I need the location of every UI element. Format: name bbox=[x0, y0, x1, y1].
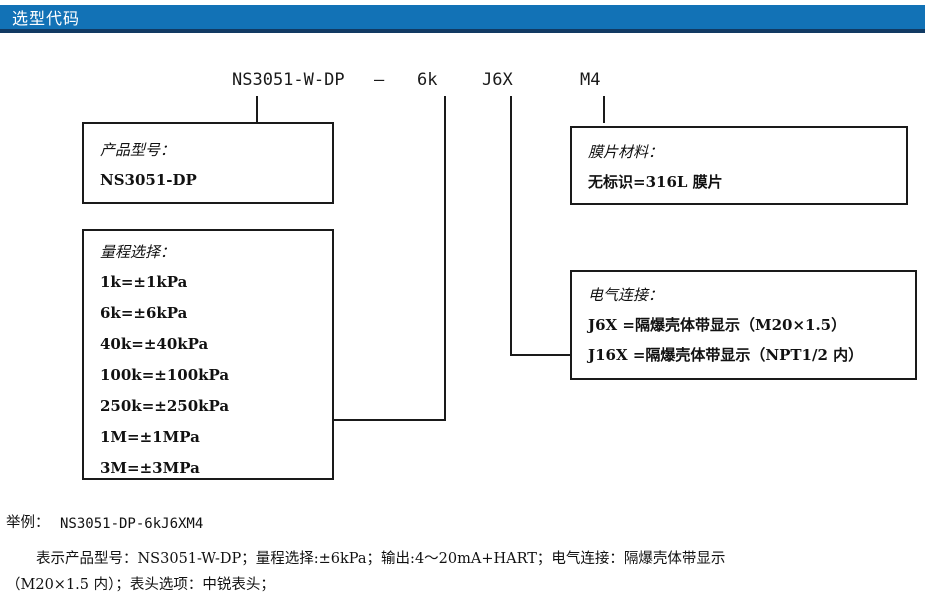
connector-membrane-vertical bbox=[603, 96, 605, 123]
box-product-model: 产品型号： NS3051-DP bbox=[82, 122, 334, 204]
connector-range-horizontal bbox=[333, 419, 446, 421]
footer-example-code: NS3051-DP-6kJ6XM4 bbox=[60, 516, 204, 532]
box-range-select-line-2: 40k=±40kPa bbox=[100, 335, 209, 353]
code-segment-model: NS3051-W-DP bbox=[232, 70, 345, 90]
box-range-select-line-5: 1M=±1MPa bbox=[100, 428, 200, 446]
box-diaphragm-material-heading: 膜片材料： bbox=[588, 143, 664, 161]
box-range-select-line-6: 3M=±3MPa bbox=[100, 459, 200, 477]
box-product-model-heading: 产品型号： bbox=[100, 141, 176, 159]
section-header-bar: 选型代码 bbox=[0, 5, 925, 33]
box-diaphragm-material-line-0: 无标识=316L 膜片 bbox=[588, 173, 723, 191]
connector-model-vertical bbox=[256, 96, 258, 123]
box-electrical-connection: 电气连接： J6X =隔爆壳体带显示（M20×1.5） J16X =隔爆壳体带显… bbox=[570, 270, 917, 380]
footer-example-label: 举例： bbox=[6, 515, 50, 531]
code-segment-membrane: M4 bbox=[580, 70, 601, 90]
box-range-select-line-3: 100k=±100kPa bbox=[100, 366, 230, 384]
box-electrical-connection-heading: 电气连接： bbox=[588, 286, 664, 304]
box-range-select-line-4: 250k=±250kPa bbox=[100, 397, 230, 415]
box-electrical-connection-line-0: J6X =隔爆壳体带显示（M20×1.5） bbox=[588, 316, 847, 334]
connector-electrical-vertical bbox=[510, 96, 512, 356]
box-diaphragm-material: 膜片材料： 无标识=316L 膜片 bbox=[570, 126, 908, 205]
code-segment-dash: – bbox=[374, 70, 385, 90]
footer-description-line-1: 表示产品型号：NS3051-W-DP；量程选择:±6kPa；输出:4～20mA+… bbox=[36, 551, 726, 567]
connector-range-vertical bbox=[444, 96, 446, 421]
box-range-select: 量程选择： 1k=±1kPa 6k=±6kPa 40k=±40kPa 100k=… bbox=[82, 229, 334, 480]
box-range-select-heading: 量程选择： bbox=[100, 243, 176, 261]
box-range-select-line-1: 6k=±6kPa bbox=[100, 304, 188, 322]
footer-description-line-2: （M20×1.5 内）；表头选项：中锐表头； bbox=[6, 577, 275, 593]
box-range-select-line-0: 1k=±1kPa bbox=[100, 273, 188, 291]
box-product-model-line-0: NS3051-DP bbox=[100, 171, 197, 189]
code-segment-elec: J6X bbox=[482, 70, 513, 90]
connector-electrical-horizontal bbox=[510, 354, 572, 356]
page-title: 选型代码 bbox=[12, 9, 81, 28]
box-electrical-connection-line-1: J16X =隔爆壳体带显示（NPT1/2 内） bbox=[588, 346, 864, 364]
code-segment-range: 6k bbox=[417, 70, 438, 90]
